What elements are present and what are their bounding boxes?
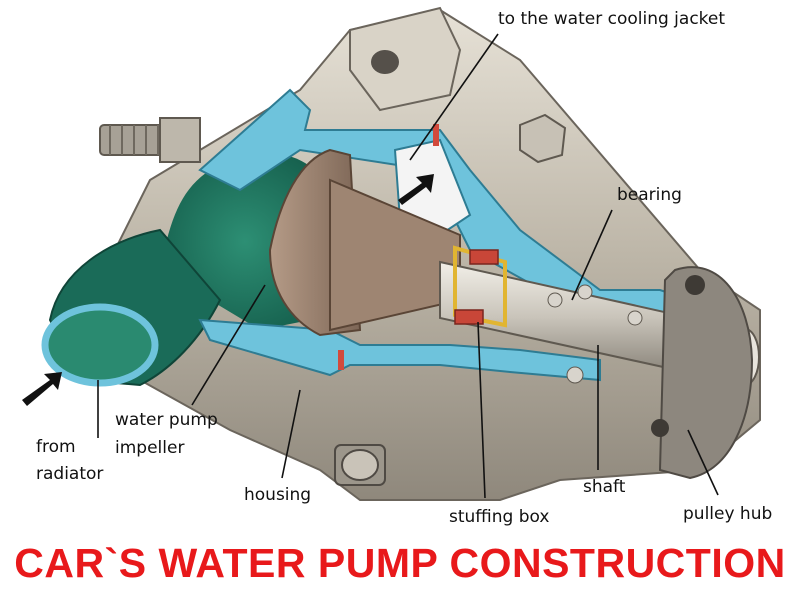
gasket-bottom <box>338 350 344 370</box>
leader-stuffing-box <box>477 321 486 499</box>
diagram-title: CAR`S WATER PUMP CONSTRUCTION <box>14 540 786 586</box>
label-bearing: bearing <box>617 185 682 205</box>
label-from-line1: from <box>36 437 76 457</box>
pulley-hub-hole-bottom <box>651 419 669 437</box>
flow-arrow-inlet <box>22 372 62 406</box>
leader-impeller <box>191 284 266 406</box>
leader-lines <box>97 33 719 499</box>
stud-bolt <box>99 117 201 163</box>
bearing-ball-4 <box>566 366 584 384</box>
stuffing-box-ring-bottom <box>454 309 484 325</box>
bottom-bolt <box>334 444 386 486</box>
label-from-line2: radiator <box>36 464 104 484</box>
leader-bearing <box>571 209 613 301</box>
housing-section-lower <box>198 318 601 382</box>
pulley-hub-hole-top <box>685 275 705 295</box>
flow-arrow-outlet <box>398 174 434 205</box>
top-mounting-boss <box>349 6 462 112</box>
pulley-hub <box>658 266 754 480</box>
label-stuffing-box: stuffing box <box>449 507 550 527</box>
bearing-ball-1 <box>547 292 563 308</box>
label-shaft: shaft <box>583 477 626 497</box>
leader-housing <box>281 389 301 479</box>
label-pulley-hub: pulley hub <box>683 504 773 524</box>
stuffing-box-ring-top <box>469 249 499 265</box>
leader-cooling-jacket <box>409 33 499 161</box>
inlet-pipe-opening <box>41 303 159 387</box>
top-hex-bolt <box>519 113 567 164</box>
leader-pulley-hub <box>687 429 719 496</box>
gasket-top <box>433 124 439 146</box>
label-cooling-jacket: to the water cooling jacket <box>498 9 726 29</box>
label-impeller-line2: impeller <box>115 438 185 458</box>
bearing-ball-2 <box>577 284 593 300</box>
bearing-ball-3 <box>627 310 643 326</box>
label-impeller-line1: water pump <box>115 410 218 430</box>
label-housing: housing <box>244 485 312 505</box>
top-bolt-hole <box>371 50 399 74</box>
